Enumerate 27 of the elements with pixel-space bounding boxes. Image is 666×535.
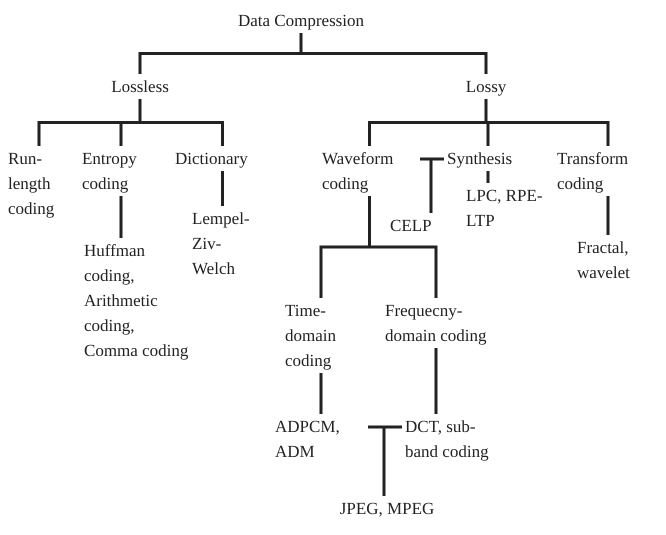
node-label: DCT, sub-band coding bbox=[405, 414, 497, 464]
node-label: Lempel- Ziv- Welch bbox=[192, 206, 254, 281]
node-label: Fractal, wavelet bbox=[577, 235, 649, 285]
connector-line bbox=[606, 196, 610, 235]
node-label: Dictionary bbox=[175, 146, 270, 171]
node-label: JPEG, MPEG bbox=[322, 496, 452, 521]
node-label: CELP bbox=[390, 213, 445, 238]
node-label: Entropy coding bbox=[82, 146, 160, 196]
node-label: Frequecny- domain coding bbox=[385, 298, 487, 348]
node-label: Transform coding bbox=[557, 146, 659, 196]
connector-line bbox=[382, 426, 402, 496]
node-label: Data Compression bbox=[226, 8, 376, 33]
node-label: Run- length coding bbox=[8, 146, 70, 221]
connector-line bbox=[138, 99, 224, 146]
node-label: Huffman coding, Arithmetic coding, Comma coding bbox=[84, 238, 190, 363]
node-label: Lossy bbox=[456, 74, 516, 99]
node-label: Time- domain coding bbox=[285, 298, 357, 373]
connector-line bbox=[434, 348, 438, 414]
node-label: Lossless bbox=[100, 74, 180, 99]
node-label: ADPCM, ADM bbox=[275, 414, 365, 464]
connector-line bbox=[320, 373, 322, 414]
connector-line bbox=[221, 171, 224, 206]
connector-line bbox=[120, 196, 122, 238]
connector-line bbox=[486, 171, 490, 183]
node-label: Waveform coding bbox=[322, 146, 417, 196]
node-label: Synthesis bbox=[447, 146, 529, 171]
connector-line bbox=[430, 158, 444, 213]
